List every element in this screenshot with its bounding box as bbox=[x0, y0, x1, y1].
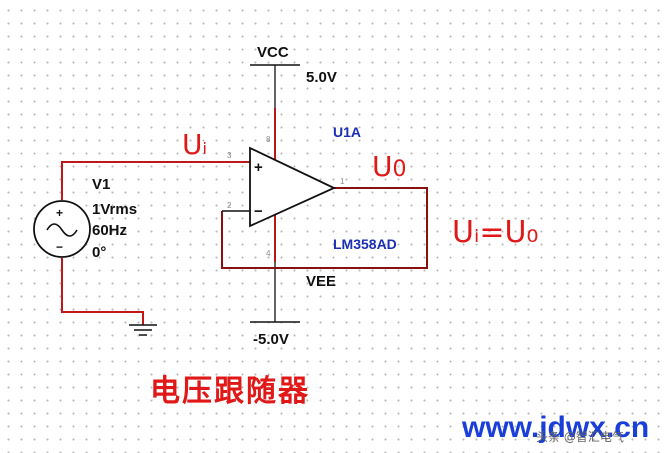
pin-number-vcc: 8 bbox=[266, 135, 271, 144]
vcc-rail bbox=[250, 64, 300, 108]
uo-annotation-main: U bbox=[372, 150, 393, 183]
source-name: V1 bbox=[92, 176, 110, 193]
ground-wire bbox=[61, 258, 144, 325]
pin-number-plus: 3 bbox=[227, 151, 232, 160]
vee-value: -5.0V bbox=[253, 331, 289, 348]
watermark-overlay: 头条 @智汇电气 bbox=[536, 429, 624, 444]
source-minus-sign: − bbox=[56, 240, 63, 254]
pin-number-minus: 2 bbox=[227, 201, 232, 210]
source-amplitude: 1Vrms bbox=[92, 201, 137, 218]
uo-annotation-sub: 0 bbox=[393, 157, 407, 182]
part-reference: U1A bbox=[333, 124, 361, 140]
part-number: LM358AD bbox=[333, 236, 397, 252]
uo-annotation: U0 bbox=[372, 150, 407, 183]
opamp-icon bbox=[249, 146, 337, 228]
ground-icon bbox=[129, 324, 157, 336]
output-wire bbox=[221, 187, 428, 269]
input-wire bbox=[61, 161, 250, 200]
vcc-value: 5.0V bbox=[306, 69, 337, 86]
source-plus-sign: + bbox=[56, 206, 63, 220]
source-phase: 0° bbox=[92, 244, 106, 261]
pin-number-vee: 4 bbox=[266, 249, 271, 258]
opamp-minus-sign: − bbox=[254, 203, 263, 220]
diagram-title: 电压跟随器 bbox=[150, 374, 310, 409]
watermark-site: www.jdwx.cn bbox=[461, 411, 649, 444]
vee-rail bbox=[250, 262, 300, 323]
ac-source-icon bbox=[33, 200, 91, 258]
vee-label: VEE bbox=[306, 273, 336, 290]
vcc-label: VCC bbox=[257, 44, 289, 61]
equation-annotation: Uᵢ=U₀ bbox=[452, 215, 538, 250]
ui-annotation-sub: i bbox=[203, 139, 207, 158]
pin-number-output: 1 bbox=[340, 177, 345, 186]
opamp-plus-sign: + bbox=[254, 159, 263, 176]
ui-annotation: Ui bbox=[182, 128, 207, 161]
ui-annotation-main: U bbox=[182, 128, 203, 161]
source-frequency: 60Hz bbox=[92, 222, 127, 239]
